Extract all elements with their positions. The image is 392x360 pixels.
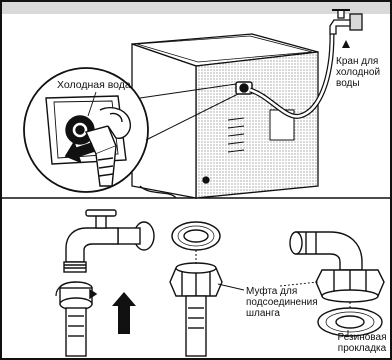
cold-water-label: Холодная вода — [57, 80, 131, 91]
tap-arrow-icon — [342, 40, 350, 48]
middle-coupling-assembly — [170, 222, 222, 356]
cold-tap-label-line-3: воды — [336, 78, 390, 89]
coupling-label-line-2: подсоединения — [246, 297, 328, 308]
coupling-leader-left — [218, 284, 244, 290]
faucet-coupling — [56, 282, 96, 356]
gasket-label-line-1: Резиновая — [331, 332, 392, 343]
right-elbow-assembly — [290, 232, 384, 336]
cold-tap-label-line-1: Кран для — [336, 56, 390, 67]
gasket-label: Резиновая прокладка — [331, 332, 392, 354]
arrow-up-icon — [112, 292, 136, 334]
cold-tap-label-line-2: холодной — [336, 67, 390, 78]
coupling-label-line-3: шланга — [246, 308, 328, 319]
top-gray-band — [2, 2, 390, 14]
coupling-label-line-1: Муфта для — [246, 286, 328, 297]
coupling-label: Муфта для подсоединения шланга — [246, 286, 328, 319]
faucet-icon — [64, 210, 154, 272]
cold-tap-label: Кран для холодной воды — [336, 56, 390, 89]
gasket-label-line-2: прокладка — [331, 343, 392, 354]
